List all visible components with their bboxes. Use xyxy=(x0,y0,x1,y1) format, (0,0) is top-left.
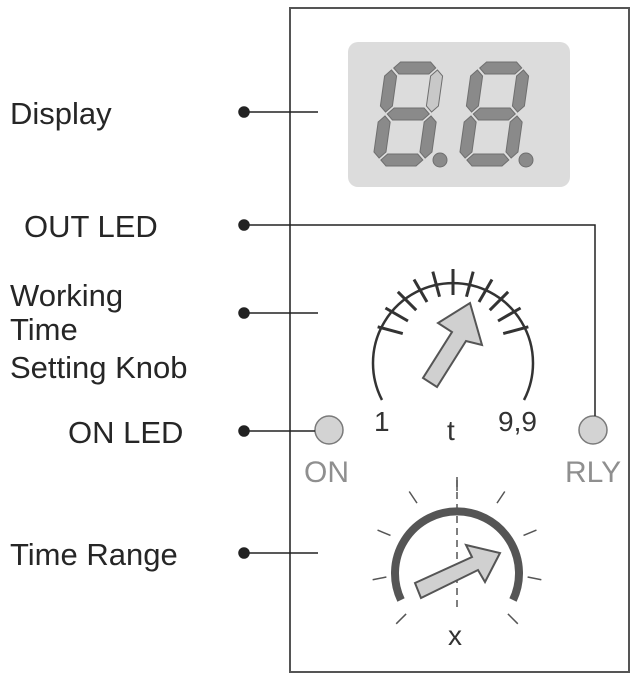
tick-mark xyxy=(497,306,522,323)
range-knob-pointer-arrow xyxy=(413,543,502,600)
range-symbol: x xyxy=(448,620,462,651)
tick-mark xyxy=(465,271,475,298)
out-led-leader-dot xyxy=(238,219,250,231)
segment-e xyxy=(373,115,391,159)
segment-b xyxy=(425,69,444,113)
range-knob-ticks xyxy=(372,477,542,625)
callout-out-led: OUT LED xyxy=(24,209,158,244)
out-led-leader xyxy=(244,224,596,416)
segment-b xyxy=(511,69,530,113)
callout-on-led: ON LED xyxy=(68,415,183,450)
time-range-knob[interactable] xyxy=(372,477,542,625)
seven-segment-display: 6. 8. xyxy=(348,42,570,187)
time-symbol: t xyxy=(447,415,455,446)
tick-mark xyxy=(377,529,391,537)
callout-working-time-line2: Time xyxy=(10,312,78,347)
tick-mark xyxy=(384,306,409,323)
display-window xyxy=(348,42,570,187)
segment-d xyxy=(466,153,510,167)
callout-leaders xyxy=(238,106,596,559)
tick-mark xyxy=(377,325,404,335)
on-led-label: ON xyxy=(304,456,349,489)
range-knob-arc xyxy=(391,507,523,602)
time-scale-min: 1 xyxy=(374,406,390,437)
time-knob-ticks xyxy=(377,269,529,335)
tick-mark xyxy=(488,290,510,312)
tick-mark xyxy=(502,325,529,335)
segment-a xyxy=(479,61,523,75)
callout-working-time-line3: Setting Knob xyxy=(10,350,188,385)
callout-display: Display xyxy=(10,96,112,131)
callout-working-time-line1: Working xyxy=(10,278,123,313)
time-knob-pointer-arrow xyxy=(421,301,484,389)
working-time-knob[interactable] xyxy=(371,269,535,401)
segment-d xyxy=(380,153,424,167)
segment-g xyxy=(472,107,516,121)
callout-time-range: Time Range xyxy=(10,537,178,572)
segment-c xyxy=(505,115,523,159)
display-leader-dot xyxy=(238,106,250,118)
tick-mark xyxy=(395,613,407,625)
tick-mark xyxy=(523,529,537,537)
display-digit-1 xyxy=(373,61,448,168)
on-led-leader-dot xyxy=(238,425,250,437)
segment-e xyxy=(459,115,477,159)
tick-mark xyxy=(372,576,387,581)
tick-mark xyxy=(412,278,429,303)
relay-led-label: RLY xyxy=(565,456,621,489)
segment-f xyxy=(379,69,398,113)
segment-c xyxy=(419,115,437,159)
working-time-leader-dot xyxy=(238,307,250,319)
relay-led xyxy=(578,415,608,445)
decimal-point xyxy=(432,152,448,168)
tick-mark xyxy=(507,613,519,625)
on-led xyxy=(314,415,344,445)
tick-mark xyxy=(496,491,506,504)
decimal-point xyxy=(518,152,534,168)
segment-g xyxy=(386,107,430,121)
tick-mark xyxy=(477,278,494,303)
segment-a xyxy=(393,61,437,75)
segment-f xyxy=(465,69,484,113)
time-scale-max: 9,9 xyxy=(498,406,537,437)
tick-mark xyxy=(408,491,418,504)
tick-mark xyxy=(527,576,542,581)
tick-mark xyxy=(396,290,418,312)
time-range-leader-dot xyxy=(238,547,250,559)
tick-mark xyxy=(431,271,441,298)
display-digit-2 xyxy=(459,61,534,168)
